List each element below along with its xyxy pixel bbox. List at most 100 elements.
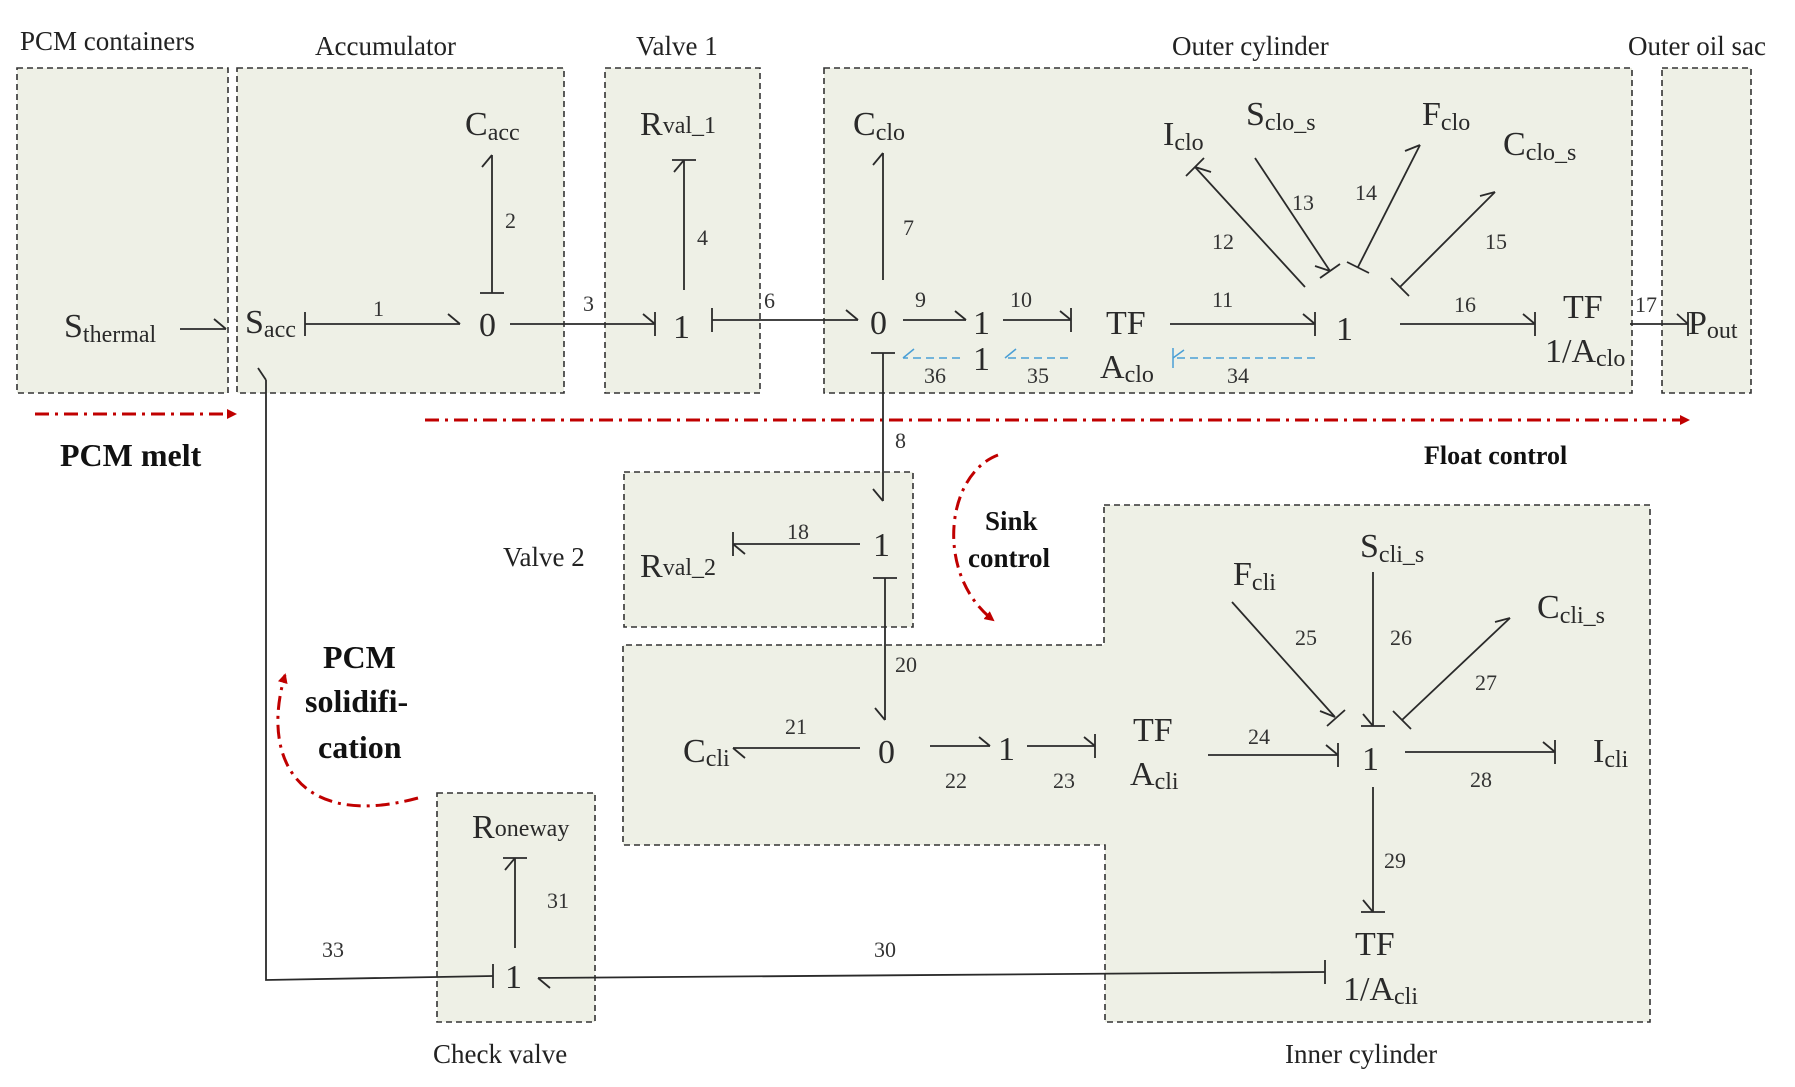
accumulator-label: Accumulator <box>315 31 456 61</box>
svg-text:3: 3 <box>583 291 594 316</box>
svg-text:17: 17 <box>1635 292 1657 317</box>
svg-text:29: 29 <box>1384 848 1406 873</box>
i-clo-element: Iclo <box>1163 116 1204 156</box>
valve2-label: Valve 2 <box>503 542 585 572</box>
svg-text:25: 25 <box>1295 625 1317 650</box>
junction-one-outer-b: 1 <box>973 341 990 378</box>
svg-text:7: 7 <box>903 215 914 240</box>
junction-one-outer-c: 1 <box>1336 311 1353 348</box>
svg-text:23: 23 <box>1053 768 1075 793</box>
check-valve-label: Check valve <box>433 1039 567 1069</box>
svg-text:13: 13 <box>1292 190 1314 215</box>
svg-text:36: 36 <box>924 363 946 388</box>
svg-text:35: 35 <box>1027 363 1049 388</box>
junction-one-outer-a: 1 <box>973 305 990 342</box>
svg-text:1: 1 <box>373 296 384 321</box>
inner-cylinder-box <box>622 504 1651 1023</box>
sink-control-arrow <box>952 453 999 622</box>
svg-text:11: 11 <box>1212 287 1233 312</box>
outer-cylinder-label: Outer cylinder <box>1172 31 1329 61</box>
junction-zero-accumulator: 0 <box>479 307 496 344</box>
valve2-box <box>623 471 914 628</box>
s-clo-s-element: Sclo_s <box>1246 96 1316 136</box>
r-oneway-element: Roneway <box>472 809 569 846</box>
svg-text:34: 34 <box>1227 363 1249 388</box>
svg-text:2: 2 <box>505 208 516 233</box>
junction-one-check: 1 <box>505 959 522 996</box>
pcm-containers-label: PCM containers <box>20 26 195 56</box>
return-bonds <box>902 348 1315 368</box>
s-cli-s-element: Scli_s <box>1360 528 1424 568</box>
svg-text:12: 12 <box>1212 229 1234 254</box>
svg-text:10: 10 <box>1010 287 1032 312</box>
pcm-solid-label-3: cation <box>318 729 402 765</box>
float-control-label: Float control <box>1424 441 1567 470</box>
svg-text:Acli: Acli <box>1130 756 1179 795</box>
tf-aclo-element: TF Aclo <box>1100 305 1154 388</box>
junction-one-valve1: 1 <box>673 309 690 346</box>
svg-text:20: 20 <box>895 652 917 677</box>
bond-lines <box>180 144 1689 989</box>
outer-oil-sac-box <box>1661 67 1752 394</box>
pcm-solid-label-1: PCM <box>323 639 396 675</box>
svg-text:18: 18 <box>787 519 809 544</box>
c-clo-element: Cclo <box>853 106 905 146</box>
svg-text:30: 30 <box>874 937 896 962</box>
check-valve-box <box>436 792 596 1023</box>
bond-numbers: 1 2 3 4 6 7 8 9 10 11 12 13 14 15 16 17 … <box>322 180 1657 962</box>
c-clo-s-element: Cclo_s <box>1503 126 1576 166</box>
pcm-containers-box <box>16 67 229 394</box>
c-cli-s-element: Ccli_s <box>1537 589 1605 629</box>
svg-text:33: 33 <box>322 937 344 962</box>
p-out-element: Pout <box>1688 305 1738 344</box>
f-cli-element: Fcli <box>1233 556 1276 596</box>
sink-control-label-1: Sink <box>985 506 1038 536</box>
valve1-box <box>604 67 761 394</box>
svg-text:24: 24 <box>1248 724 1270 749</box>
svg-text:15: 15 <box>1485 229 1507 254</box>
f-clo-element: Fclo <box>1422 96 1470 136</box>
pcm-solid-label-2: solidifi- <box>305 683 408 719</box>
outer-oil-sac-label: Outer oil sac <box>1628 31 1766 61</box>
svg-text:22: 22 <box>945 768 967 793</box>
svg-text:1/Aclo: 1/Aclo <box>1545 333 1625 372</box>
svg-text:9: 9 <box>915 287 926 312</box>
svg-text:TF: TF <box>1133 712 1173 749</box>
r-val1-element: Rval_1 <box>640 106 716 143</box>
c-acc-element: Cacc <box>465 106 520 146</box>
svg-text:1/Acli: 1/Acli <box>1343 971 1418 1010</box>
svg-text:TF: TF <box>1355 926 1395 963</box>
svg-text:8: 8 <box>895 428 906 453</box>
svg-text:4: 4 <box>697 225 708 250</box>
svg-text:31: 31 <box>547 888 569 913</box>
svg-text:6: 6 <box>764 288 775 313</box>
junction-zero-inner: 0 <box>878 734 895 771</box>
svg-text:16: 16 <box>1454 292 1476 317</box>
outer-cylinder-box <box>823 67 1633 394</box>
svg-text:28: 28 <box>1470 767 1492 792</box>
s-acc-element: Sacc <box>245 304 296 343</box>
c-cli-element: Ccli <box>683 733 730 772</box>
svg-text:27: 27 <box>1475 670 1497 695</box>
tf-1aclo-element: TF 1/Aclo <box>1545 289 1625 372</box>
svg-text:Aclo: Aclo <box>1100 349 1154 388</box>
svg-text:26: 26 <box>1390 625 1412 650</box>
pcm-solidification-arrow <box>276 673 419 808</box>
tf-1acli-element: TF 1/Acli <box>1343 926 1418 1010</box>
svg-text:TF: TF <box>1106 305 1146 342</box>
junction-one-inner-a: 1 <box>998 731 1015 768</box>
svg-text:TF: TF <box>1563 289 1603 326</box>
tf-acli-element: TF Acli <box>1130 712 1179 795</box>
inner-cylinder-label: Inner cylinder <box>1285 1039 1437 1069</box>
i-cli-element: Icli <box>1593 733 1629 773</box>
pcm-melt-label: PCM melt <box>60 437 202 473</box>
junction-one-inner-b: 1 <box>1362 741 1379 778</box>
r-val2-element: Rval_2 <box>640 548 716 585</box>
junction-zero-outer: 0 <box>870 305 887 342</box>
sink-control-label-2: control <box>968 543 1050 573</box>
svg-text:21: 21 <box>785 714 807 739</box>
junction-one-valve2: 1 <box>873 527 890 564</box>
s-thermal-element: Sthermal <box>64 308 157 348</box>
valve1-label: Valve 1 <box>636 31 718 61</box>
